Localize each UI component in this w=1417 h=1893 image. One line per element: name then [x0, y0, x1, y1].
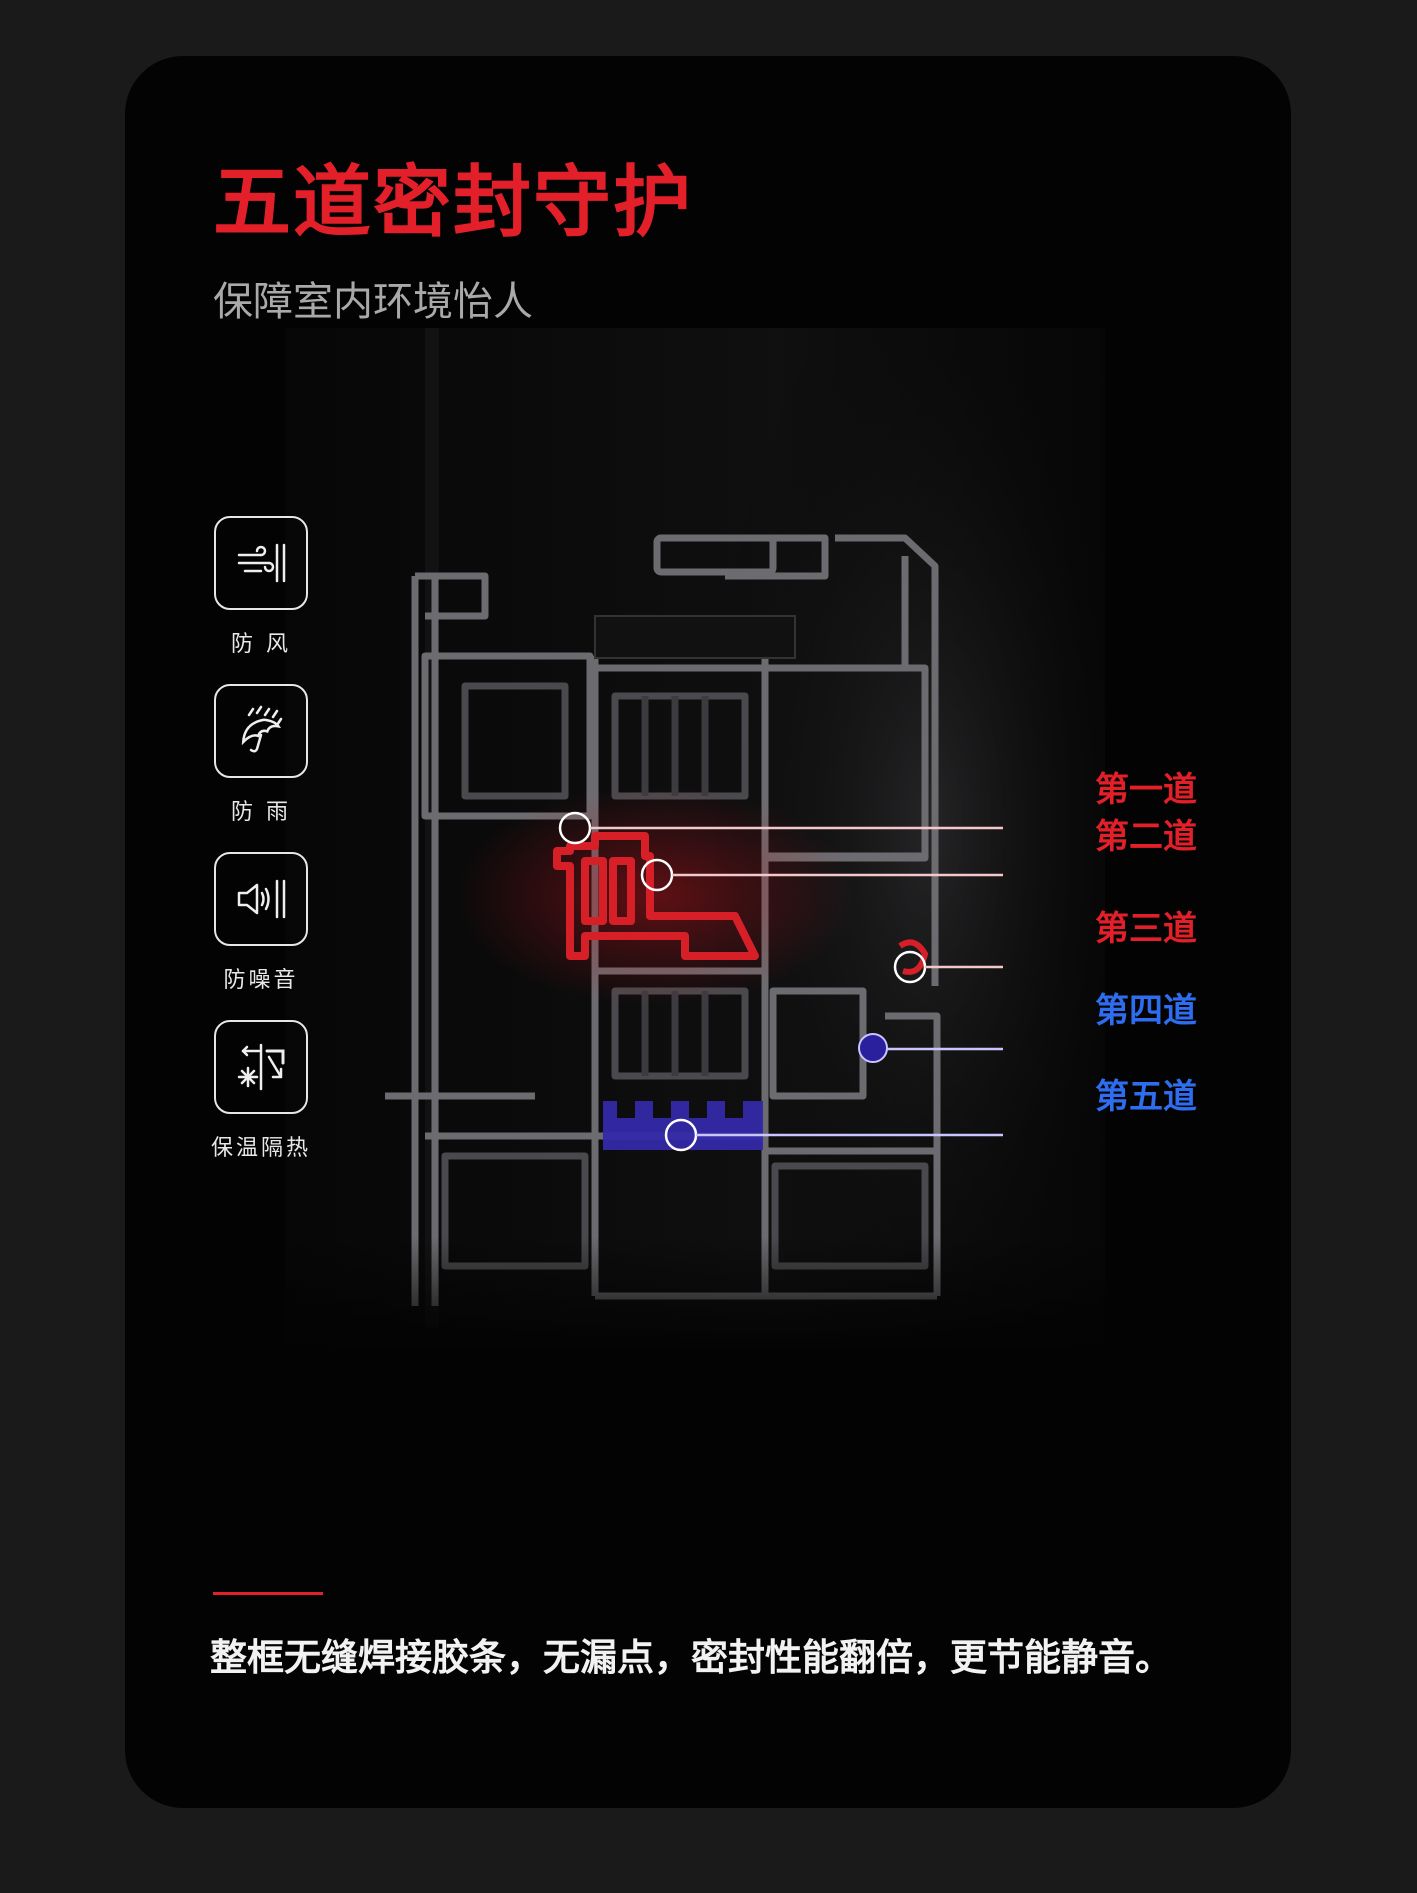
wind-icon	[214, 516, 308, 610]
speaker-sound-icon	[214, 852, 308, 946]
window-profile-cross-section	[275, 328, 1135, 1356]
seal-label-2: 第二道	[1095, 817, 1197, 857]
seal-label-4: 第四道	[1095, 991, 1197, 1031]
seal-label-5: 第五道	[1095, 1077, 1197, 1117]
feature-insulation: 保温隔热	[211, 1020, 311, 1162]
info-card: 五道密封守护 保障室内环境怡人 防 风 防 雨	[125, 56, 1291, 1808]
feature-windproof: 防 风	[211, 516, 311, 658]
divider-line	[213, 1592, 323, 1595]
feature-noiseproof: 防噪音	[211, 852, 311, 994]
caption-text: 整框无缝焊接胶条，无漏点，密封性能翻倍，更节能静音。	[210, 1636, 1172, 1679]
seal-label-3: 第三道	[1095, 909, 1197, 949]
umbrella-rain-icon	[214, 684, 308, 778]
feature-label: 保温隔热	[210, 1136, 311, 1161]
feature-label: 防 风	[231, 632, 291, 657]
page-title: 五道密封守护	[213, 158, 694, 248]
snowflake-insulation-icon	[214, 1020, 308, 1114]
feature-label: 防 雨	[231, 800, 291, 825]
page-subtitle: 保障室内环境怡人	[213, 279, 533, 325]
feature-label: 防噪音	[223, 968, 299, 993]
seal-label-1: 第一道	[1095, 770, 1197, 810]
feature-rainproof: 防 雨	[211, 684, 311, 826]
